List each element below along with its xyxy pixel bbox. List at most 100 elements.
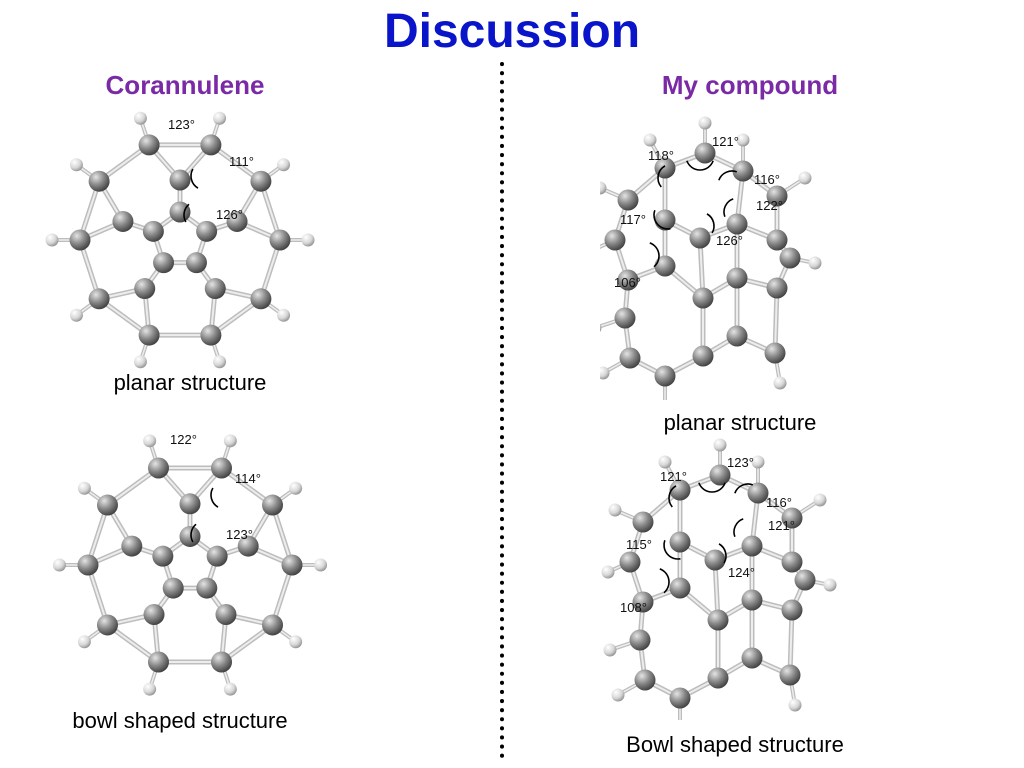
carbon-atom bbox=[138, 134, 160, 156]
carbon-atom bbox=[781, 551, 803, 573]
hydrogen-atom bbox=[277, 158, 291, 172]
carbon-atom bbox=[704, 549, 726, 571]
my-compound-heading: My compound bbox=[661, 70, 839, 100]
carbon-atom bbox=[654, 365, 676, 387]
carbon-atom bbox=[226, 210, 248, 232]
bond-highlight bbox=[106, 466, 160, 507]
hydrogen-atom bbox=[52, 558, 66, 572]
carbon-atom bbox=[619, 347, 641, 369]
carbon-atom bbox=[262, 614, 284, 636]
angle-arc bbox=[210, 487, 219, 508]
dotted-divider bbox=[500, 62, 504, 766]
carbon-atom bbox=[215, 604, 237, 626]
carbon-atom bbox=[781, 599, 803, 621]
carbon-atom bbox=[211, 457, 233, 479]
slide-title: Discussion bbox=[383, 5, 641, 58]
carbon-atom bbox=[654, 255, 676, 277]
my-compound-planar-molecule: 121°118°116°122°117°126°106° bbox=[600, 116, 822, 400]
carbon-atom bbox=[709, 464, 731, 486]
bond-angle-label: 115° bbox=[626, 537, 652, 552]
carbon-atom bbox=[262, 494, 284, 516]
carbon-atom bbox=[88, 288, 110, 310]
carbon-atom bbox=[669, 479, 691, 501]
angle-arc bbox=[653, 209, 671, 230]
bond-angle-label: 121° bbox=[768, 518, 795, 533]
carbon-atom bbox=[237, 535, 259, 557]
hydrogen-atom bbox=[658, 455, 672, 469]
carbon-atom bbox=[143, 604, 165, 626]
hydrogen-atom bbox=[603, 643, 617, 657]
carbon-atom bbox=[200, 134, 222, 156]
hydrogen-atom bbox=[808, 256, 822, 270]
carbon-atom bbox=[250, 288, 272, 310]
bond-angle-label: 126° bbox=[716, 233, 743, 248]
carbon-atom bbox=[707, 667, 729, 689]
carbon-atom bbox=[764, 342, 786, 364]
carbon-atom bbox=[766, 277, 788, 299]
hydrogen-atom bbox=[643, 133, 657, 147]
carbon-atom bbox=[281, 554, 303, 576]
hydrogen-atom bbox=[698, 116, 712, 130]
hydrogen-atom bbox=[213, 111, 227, 125]
carbon-atom bbox=[185, 252, 207, 274]
hydrogen-atom bbox=[223, 682, 237, 696]
carbon-atom bbox=[112, 210, 134, 232]
carbon-atom bbox=[617, 189, 639, 211]
hydrogen-atom bbox=[773, 376, 787, 390]
angle-arc bbox=[183, 203, 190, 223]
bond-angle-label: 106° bbox=[614, 275, 641, 290]
carbon-atom bbox=[250, 170, 272, 192]
carbon-atom bbox=[147, 651, 169, 673]
angle-arc bbox=[668, 485, 677, 508]
carbon-atom bbox=[169, 169, 191, 191]
hydrogen-atom bbox=[277, 308, 291, 322]
bond-angle-label: 123° bbox=[168, 117, 195, 132]
carbon-atom bbox=[779, 247, 801, 269]
bond-angle-label: 123° bbox=[727, 455, 754, 470]
carbon-atom bbox=[617, 269, 639, 291]
carbon-atom bbox=[604, 229, 626, 251]
carbon-atom bbox=[741, 535, 763, 557]
bond-angle-label: 122° bbox=[756, 198, 783, 213]
bond-angle-label: 123° bbox=[226, 527, 253, 542]
carbon-atom bbox=[77, 554, 99, 576]
angle-arc bbox=[659, 568, 670, 594]
carbon-atom bbox=[747, 482, 769, 504]
carbon-atom bbox=[669, 531, 691, 553]
carbon-atom bbox=[689, 227, 711, 249]
carbon-atom bbox=[204, 278, 226, 300]
caption-my-compound-planar: planar structure bbox=[663, 410, 817, 435]
carbon-atom bbox=[632, 511, 654, 533]
angle-arc bbox=[718, 543, 727, 564]
bond-angle-label: 117° bbox=[620, 212, 646, 227]
bond-angle-label: 116° bbox=[766, 495, 792, 510]
carbon-atom bbox=[741, 589, 763, 611]
angle-arc bbox=[190, 523, 197, 543]
carbon-atom bbox=[619, 551, 641, 573]
hydrogen-atom bbox=[798, 171, 812, 185]
carbon-atom bbox=[654, 209, 676, 231]
carbon-atom bbox=[138, 324, 160, 346]
bond-angle-label: 108° bbox=[620, 600, 647, 615]
carbon-atom bbox=[153, 252, 175, 274]
carbon-atom bbox=[654, 157, 676, 179]
hydrogen-atom bbox=[69, 308, 83, 322]
bond-angle-label: 122° bbox=[170, 432, 197, 447]
bond-angle-label: 126° bbox=[216, 207, 243, 222]
hydrogen-atom bbox=[601, 565, 615, 579]
angle-arc bbox=[698, 482, 726, 493]
bond-highlight bbox=[220, 466, 274, 507]
hydrogen-atom bbox=[223, 434, 237, 448]
hydrogen-atom bbox=[133, 111, 147, 125]
hydrogen-atom bbox=[600, 323, 602, 333]
carbon-atom bbox=[196, 220, 218, 242]
carbon-atom bbox=[726, 267, 748, 289]
carbon-atom bbox=[692, 287, 714, 309]
carbon-atom bbox=[88, 170, 110, 192]
bond-highlight bbox=[220, 623, 274, 664]
hydrogen-atom bbox=[143, 434, 157, 448]
hydrogen-atom bbox=[813, 493, 827, 507]
bond-angle-label: 111° bbox=[229, 154, 254, 169]
carbon-atom bbox=[134, 278, 156, 300]
carbon-atom bbox=[269, 229, 291, 251]
